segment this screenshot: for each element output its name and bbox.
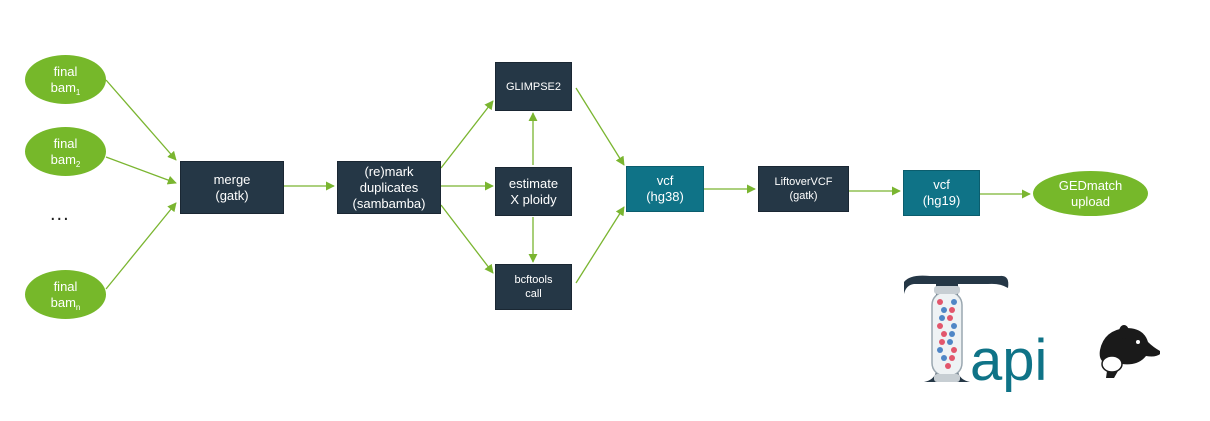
input-label-line1: final — [53, 278, 78, 294]
liftover-tool: (gatk) — [789, 190, 818, 202]
logo-tapir-icon — [1099, 325, 1160, 378]
input-final-bam-1: final bam1 — [25, 55, 106, 104]
remark-label-2: duplicates — [359, 179, 419, 195]
logo-t-crossbar — [904, 275, 1009, 294]
merge-tool: (gatk) — [215, 187, 249, 203]
remark-duplicates-node: (re)mark duplicates (sambamba) — [337, 161, 441, 214]
vcf19-build: (hg19) — [922, 193, 961, 208]
input-final-bam-n: final bamn — [25, 270, 106, 319]
edge-bam1-merge — [105, 79, 177, 161]
edge-bam2-merge — [105, 156, 177, 185]
gedmatch-label: GEDmatch — [1058, 177, 1123, 193]
bcftools-label-2: call — [525, 288, 542, 300]
liftovervcf-node: LiftoverVCF (gatk) — [758, 166, 849, 212]
logo-api-text: api — [970, 328, 1047, 393]
edge-glimpse-vcf38 — [575, 87, 625, 166]
vcf38-build: (hg38) — [646, 189, 684, 204]
ploidy-label-1: estimate — [508, 175, 559, 191]
edge-remark-bcftools — [440, 204, 494, 274]
input-label-line1: final — [53, 63, 78, 79]
input-final-bam-2: final bam2 — [25, 127, 106, 176]
input-subscript: 1 — [75, 87, 81, 97]
gedmatch-upload-node: GEDmatch upload — [1033, 171, 1148, 216]
vcf-hg19-node: vcf (hg19) — [903, 170, 980, 216]
gedmatch-action: upload — [1070, 193, 1111, 209]
remark-tool: (sambamba) — [352, 195, 426, 211]
edge-remark-glimpse — [440, 100, 494, 169]
tapir-logo: api — [904, 275, 1160, 393]
ellipsis: ... — [50, 203, 70, 225]
merge-node: merge (gatk) — [180, 161, 284, 214]
input-subscript: n — [75, 302, 81, 312]
estimate-x-ploidy-node: estimate X ploidy — [495, 167, 572, 216]
glimpse2-label: GLIMPSE2 — [505, 80, 562, 93]
glimpse2-node: GLIMPSE2 — [495, 62, 572, 111]
vcf19-label: vcf — [933, 177, 950, 192]
ploidy-label-2: X ploidy — [510, 191, 557, 207]
bcftools-call-node: bcftools call — [495, 264, 572, 310]
edge-bcftools-vcf38 — [575, 206, 625, 284]
liftover-label: LiftoverVCF — [774, 176, 833, 188]
bcftools-label-1: bcftools — [514, 274, 553, 286]
logo-dna-helix — [937, 299, 957, 369]
input-label-line2: bam — [50, 79, 76, 95]
input-subscript: 2 — [75, 159, 81, 169]
input-label-line1: final — [53, 135, 78, 151]
input-label-line2: bam — [50, 294, 76, 310]
vcf38-label: vcf — [656, 173, 674, 188]
remark-label-1: (re)mark — [364, 163, 414, 179]
merge-label: merge — [213, 171, 251, 187]
edge-bamn-merge — [105, 202, 177, 290]
vcf-hg38-node: vcf (hg38) — [626, 166, 704, 212]
input-label-line2: bam — [50, 151, 76, 167]
